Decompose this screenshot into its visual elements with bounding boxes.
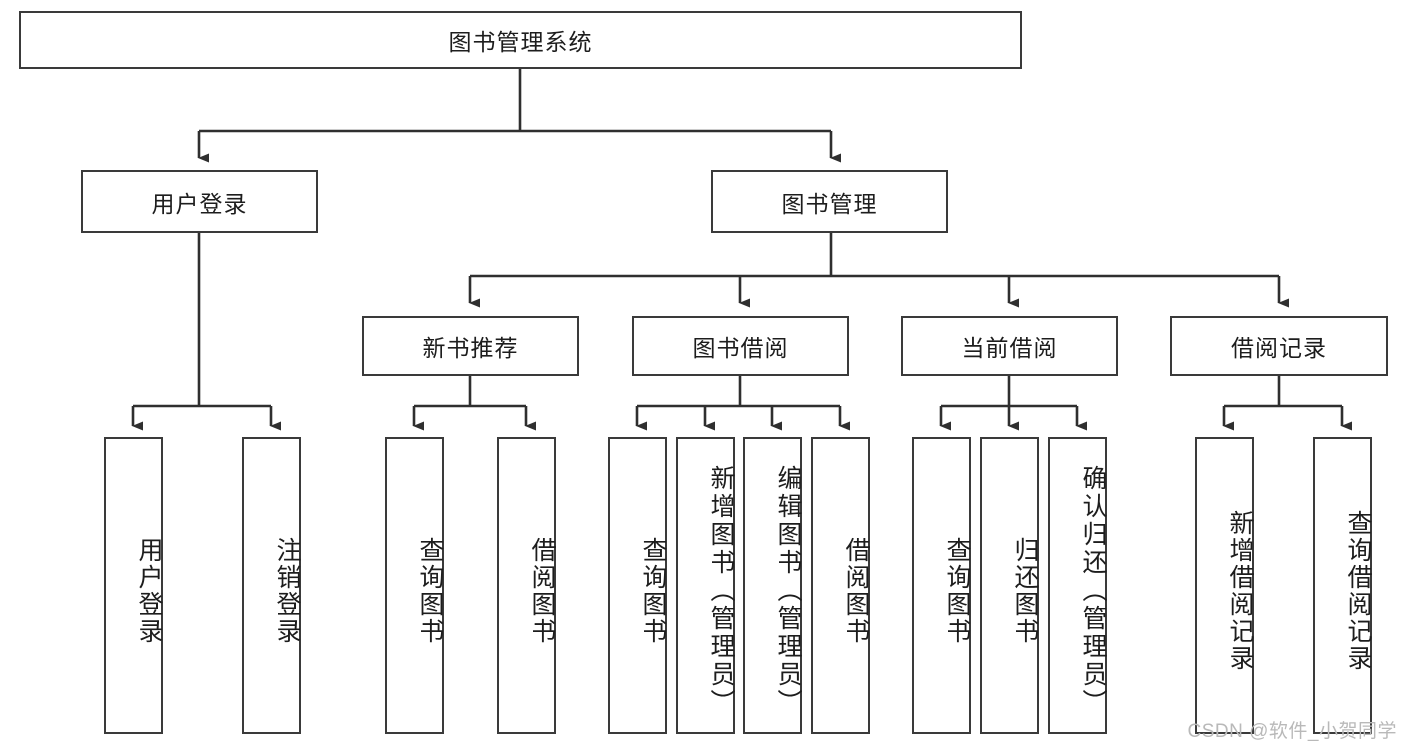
leaf-book-borrow-edit-book-admin[interactable]: 编辑图书（管理员） <box>743 437 802 734</box>
node-label: 借阅图书 <box>528 536 556 645</box>
leaf-current-borrow-confirm-return-admin[interactable]: 确认归还（管理员） <box>1048 437 1107 734</box>
node-label: 借阅记录 <box>1231 335 1327 361</box>
node-label: 注销登录 <box>273 536 301 645</box>
node-label: 查询图书 <box>943 536 971 645</box>
node-label: 用户登录 <box>135 536 163 645</box>
leaf-borrow-record-query-record[interactable]: 查询借阅记录 <box>1313 437 1372 734</box>
node-label: 当前借阅 <box>961 335 1058 361</box>
node-root-book-management-system[interactable]: 图书管理系统 <box>19 11 1022 69</box>
node-label: 用户登录 <box>151 190 248 217</box>
node-label: 新书推荐 <box>422 335 519 361</box>
node-current-borrow[interactable]: 当前借阅 <box>901 316 1118 376</box>
leaf-user-login-logout[interactable]: 注销登录 <box>242 437 301 734</box>
node-label: 图书借阅 <box>692 335 789 361</box>
node-new-book-recommend[interactable]: 新书推荐 <box>362 316 579 376</box>
node-label: 查询图书 <box>416 536 444 645</box>
leaf-book-borrow-add-book-admin[interactable]: 新增图书（管理员） <box>676 437 735 734</box>
node-label: 编辑图书（管理员） <box>774 464 802 717</box>
leaf-user-login-login[interactable]: 用户登录 <box>104 437 163 734</box>
node-label: 查询借阅记录 <box>1344 509 1372 672</box>
leaf-book-borrow-borrow-book[interactable]: 借阅图书 <box>811 437 870 734</box>
node-label: 新增借阅记录 <box>1226 509 1254 672</box>
leaf-new-book-query-book[interactable]: 查询图书 <box>385 437 444 734</box>
node-borrow-record[interactable]: 借阅记录 <box>1170 316 1388 376</box>
node-label: 借阅图书 <box>842 536 870 645</box>
node-book-borrow[interactable]: 图书借阅 <box>632 316 849 376</box>
node-book-management[interactable]: 图书管理 <box>711 170 948 233</box>
leaf-current-borrow-return-book[interactable]: 归还图书 <box>980 437 1039 734</box>
node-label: 归还图书 <box>1011 536 1039 645</box>
node-label: 图书管理 <box>781 190 878 217</box>
leaf-book-borrow-query-book[interactable]: 查询图书 <box>608 437 667 734</box>
leaf-new-book-borrow-book[interactable]: 借阅图书 <box>497 437 556 734</box>
leaf-current-borrow-query-book[interactable]: 查询图书 <box>912 437 971 734</box>
node-label: 图书管理系统 <box>448 29 593 55</box>
node-label: 新增图书（管理员） <box>707 464 735 717</box>
node-label: 查询图书 <box>639 536 667 645</box>
node-label: 确认归还（管理员） <box>1079 464 1107 717</box>
node-user-login[interactable]: 用户登录 <box>81 170 318 233</box>
leaf-borrow-record-add-record[interactable]: 新增借阅记录 <box>1195 437 1254 734</box>
